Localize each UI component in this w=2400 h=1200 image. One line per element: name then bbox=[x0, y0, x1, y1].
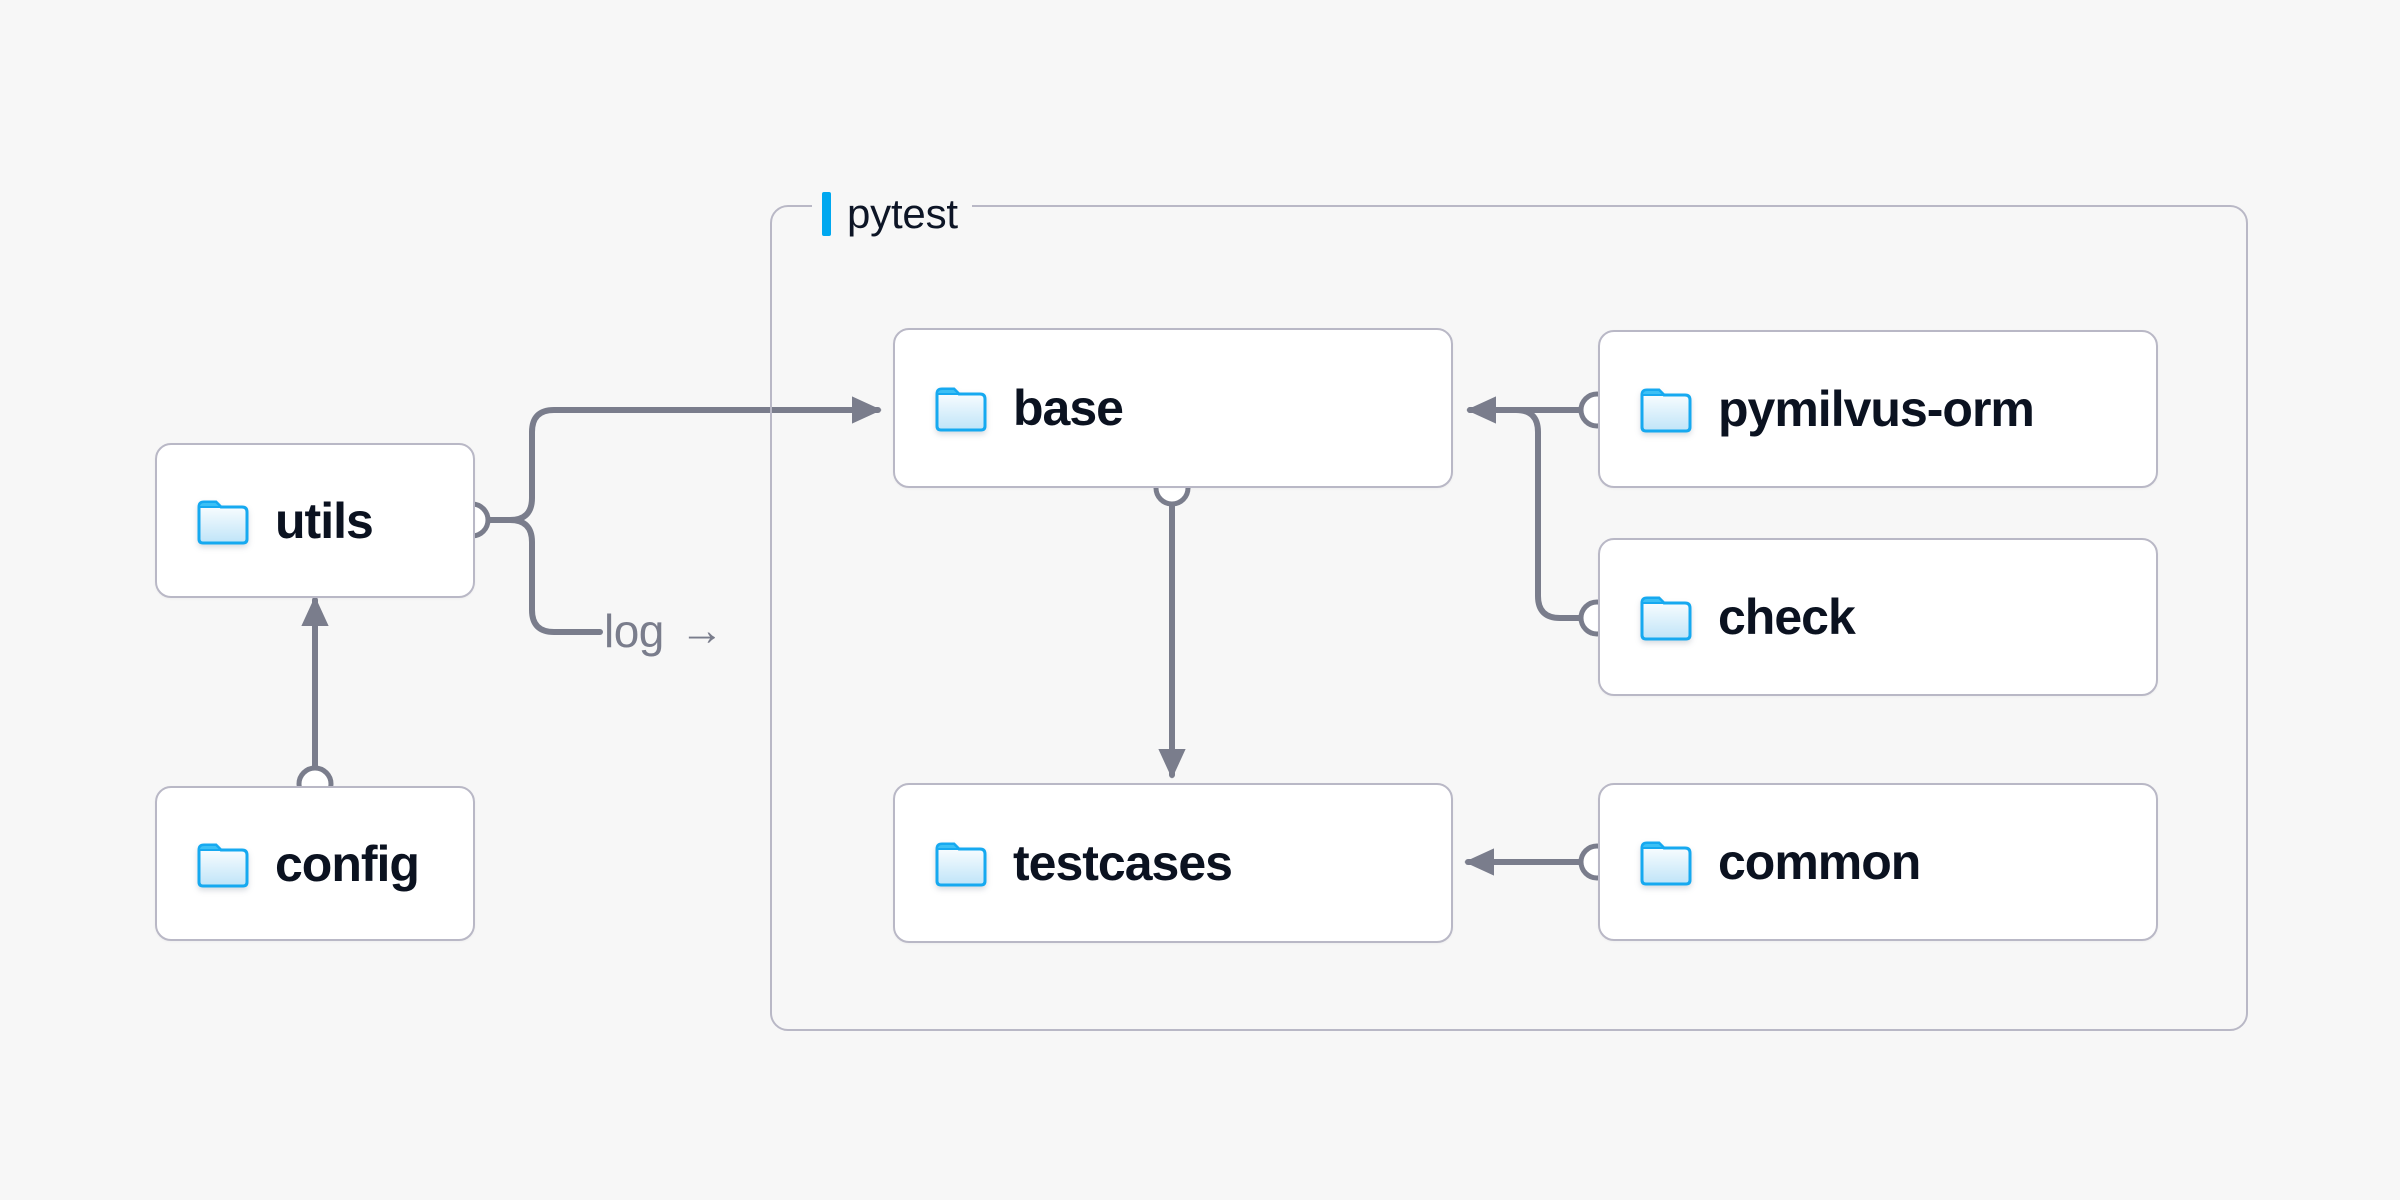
folder-icon bbox=[935, 839, 987, 887]
node-label: base bbox=[1013, 380, 1124, 436]
node-label: utils bbox=[275, 492, 374, 549]
node-common[interactable]: common bbox=[1598, 783, 2158, 941]
group-label-text: pytest bbox=[847, 190, 958, 237]
folder-icon bbox=[197, 840, 249, 888]
node-utils[interactable]: utils bbox=[155, 443, 475, 598]
edge-label-log: log → bbox=[604, 604, 724, 658]
folder-icon bbox=[935, 384, 987, 432]
node-label: check bbox=[1718, 589, 1856, 645]
edge-label-log-text: log bbox=[604, 605, 664, 657]
node-testcases[interactable]: testcases bbox=[893, 783, 1453, 943]
folder-icon bbox=[197, 497, 249, 545]
node-base[interactable]: base bbox=[893, 328, 1453, 488]
node-check[interactable]: check bbox=[1598, 538, 2158, 696]
folder-icon bbox=[1640, 385, 1692, 433]
node-label: common bbox=[1718, 834, 1921, 890]
node-config[interactable]: config bbox=[155, 786, 475, 941]
group-pytest-label: pytest bbox=[812, 188, 972, 240]
arrow-right-icon: → bbox=[679, 606, 724, 655]
folder-icon bbox=[1640, 838, 1692, 886]
node-label: config bbox=[275, 835, 420, 892]
edge-utils-log bbox=[481, 517, 603, 635]
node-pymilvus-orm[interactable]: pymilvus-orm bbox=[1598, 330, 2158, 488]
group-pytest bbox=[770, 205, 2248, 1031]
group-accent-bar bbox=[822, 192, 831, 236]
node-label: testcases bbox=[1013, 835, 1233, 891]
node-label: pymilvus-orm bbox=[1718, 381, 2035, 437]
folder-icon bbox=[1640, 593, 1692, 641]
